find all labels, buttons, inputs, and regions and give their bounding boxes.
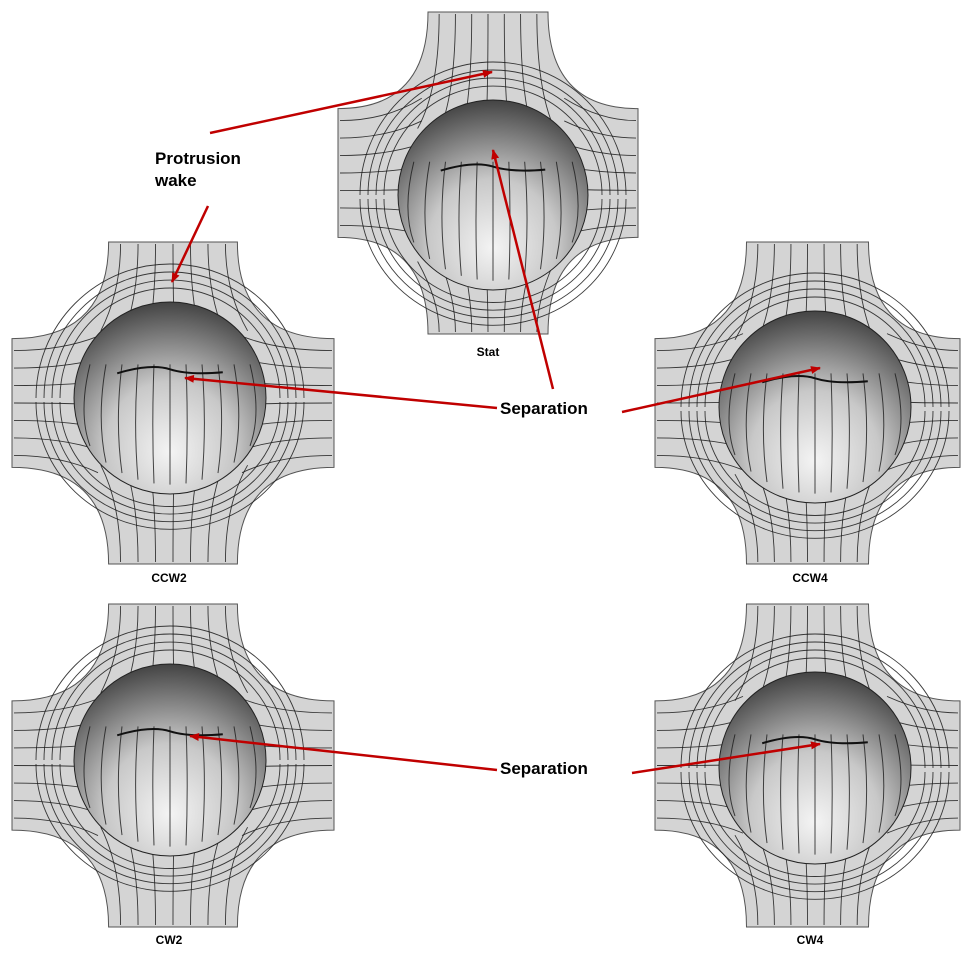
protrusion-label-line1: Protrusion [155, 148, 241, 170]
protrusion-label-line2: wake [155, 170, 241, 192]
panel-stat [338, 12, 638, 334]
panel-label-stat: Stat [477, 345, 500, 359]
panel-label-cw4: CW4 [797, 933, 824, 947]
protrusion-wake-label: Protrusion wake [155, 148, 241, 192]
panel-ccw4 [655, 242, 960, 564]
separation-label-bottom: Separation [500, 758, 588, 780]
panel-label-ccw2: CCW2 [151, 571, 186, 585]
panel-ccw2 [12, 242, 334, 564]
panel-cw4 [655, 604, 960, 927]
panel-label-cw2: CW2 [156, 933, 183, 947]
panel-cw2 [12, 604, 334, 927]
panel-label-ccw4: CCW4 [792, 571, 827, 585]
separation-label-top: Separation [500, 398, 588, 420]
